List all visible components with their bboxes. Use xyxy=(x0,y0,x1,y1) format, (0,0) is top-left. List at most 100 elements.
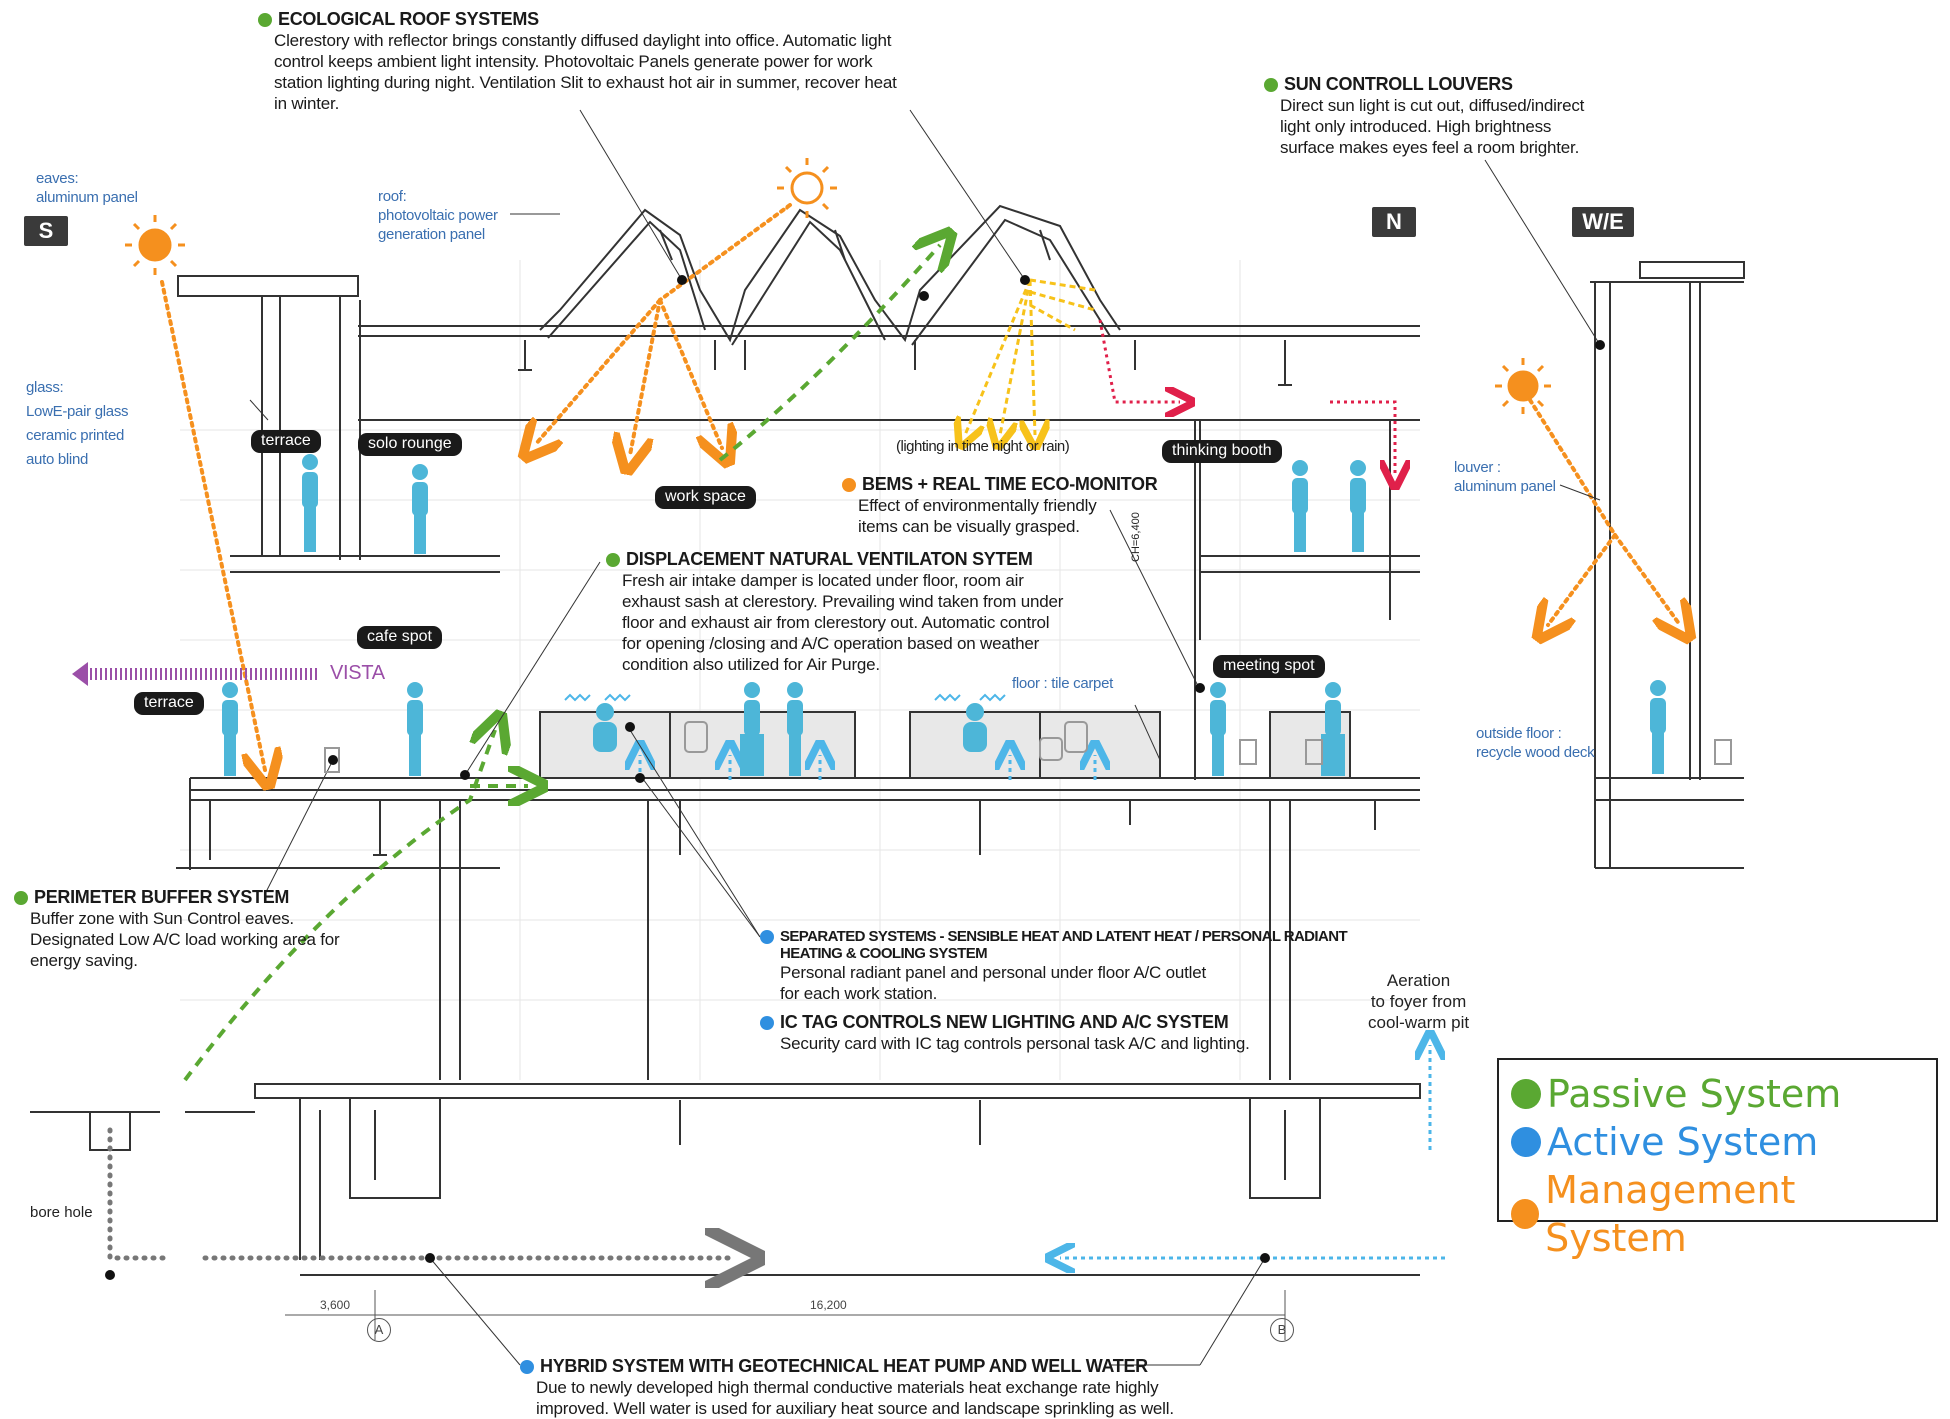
note-line: photovoltaic power xyxy=(378,207,498,224)
vista-arrow xyxy=(72,662,318,686)
passive-dot xyxy=(606,552,620,567)
body-line: station lighting during night. Ventilati… xyxy=(274,73,897,92)
north-marker: N xyxy=(1372,207,1416,237)
note-line: cool-warm pit xyxy=(1368,1013,1470,1032)
thinking-booth-tag: thinking booth xyxy=(1162,440,1282,463)
office-chairs xyxy=(324,721,1732,773)
passive-dot xyxy=(258,12,272,27)
people-figures xyxy=(222,454,1666,776)
leader-lines xyxy=(249,109,1601,1366)
displacement-ventilation-annotation: DISPLACEMENT NATURAL VENTILATON SYTEM Fr… xyxy=(606,549,1126,675)
note-line: Aeration xyxy=(1386,971,1451,990)
sun-icon xyxy=(777,158,837,218)
perimeter-title: PERIMETER BUFFER SYSTEM xyxy=(34,887,290,907)
west-east-marker: W/E xyxy=(1572,207,1634,237)
sun-louvers-body: Direct sun light is cut out, diffused/in… xyxy=(1264,95,1644,158)
person-figure xyxy=(1650,680,1666,774)
body-line: Designated Low A/C load working area for xyxy=(30,930,340,949)
note-line: roof: xyxy=(378,188,407,205)
separated-body: Personal radiant panel and personal unde… xyxy=(760,962,1300,1004)
hybrid-body: Due to newly developed high thermal cond… xyxy=(520,1377,1240,1419)
bore-hole-label: bore hole xyxy=(30,1204,93,1221)
hybrid-title: HYBRID SYSTEM WITH GEOTECHNICAL HEAT PUM… xyxy=(540,1356,1148,1376)
work-space-tag: work space xyxy=(655,486,756,509)
outside-floor-note: outside floor : recycle wood deck xyxy=(1476,724,1595,762)
body-line: Clerestory with reflector brings constan… xyxy=(274,31,892,50)
note-line: to foyer from xyxy=(1370,992,1467,1011)
person-figure xyxy=(1350,460,1366,552)
dimension-left-span: 3,600 xyxy=(320,1298,351,1312)
separated-title-2: HEATING & COOLING SYSTEM xyxy=(780,945,988,962)
glass-note: glass: LowE-pair glass ceramic printed a… xyxy=(26,376,129,472)
legend-active-label: Active System xyxy=(1547,1120,1819,1164)
ecological-roof-annotation: ECOLOGICAL ROOF SYSTEMS Clerestory with … xyxy=(258,9,998,114)
louver-note: louver : aluminum panel xyxy=(1454,458,1556,496)
body-line: control keeps ambient light intensity. P… xyxy=(274,52,873,71)
ceiling-height-label: CH=6,400 xyxy=(1130,512,1142,562)
note-line: recycle wood deck xyxy=(1476,744,1595,761)
bems-body: Effect of environmentally friendly items… xyxy=(842,495,1202,537)
passive-dot xyxy=(14,890,28,905)
body-line: improved. Well water is used for auxilia… xyxy=(536,1399,1174,1418)
body-line: exhaust sash at clerestory. Prevailing w… xyxy=(622,592,1064,611)
note-line: glass: xyxy=(26,379,64,396)
terrace-upper-tag: terrace xyxy=(251,430,321,453)
note-line: aluminum panel xyxy=(1454,478,1556,495)
ic-tag-title: IC TAG CONTROLS NEW LIGHTING AND A/C SYS… xyxy=(780,1012,1229,1032)
person-figure xyxy=(787,682,803,776)
roof-note: roof: photovoltaic power generation pane… xyxy=(378,187,498,244)
displacement-title: DISPLACEMENT NATURAL VENTILATON SYTEM xyxy=(626,549,1033,569)
body-line: Effect of environmentally friendly xyxy=(858,496,1097,515)
person-figure xyxy=(1321,682,1345,776)
sun-icon xyxy=(125,215,185,275)
hot-air-arrows xyxy=(1098,319,1395,475)
sun-louvers-title: SUN CONTROLL LOUVERS xyxy=(1284,74,1513,94)
eaves-note: eaves: aluminum panel xyxy=(36,169,138,207)
management-dot xyxy=(842,477,856,492)
cooling-air-arrows xyxy=(640,755,1445,1258)
person-figure xyxy=(412,464,428,554)
note-line: ceramic printed xyxy=(26,427,125,444)
system-legend: Passive System Active System Management … xyxy=(1497,1058,1938,1260)
person-figure xyxy=(1292,460,1308,552)
body-line: surface makes eyes feel a room brighter. xyxy=(1280,138,1580,157)
sunlight-rays xyxy=(160,203,1680,770)
body-line: for each work station. xyxy=(780,984,938,1003)
vista-label: VISTA xyxy=(330,662,385,684)
bems-title: BEMS + REAL TIME ECO-MONITOR xyxy=(862,474,1158,494)
passive-dot xyxy=(1511,1079,1541,1109)
lighting-note: (lighting in time night or rain) xyxy=(896,438,1070,455)
geothermal-path xyxy=(107,1127,735,1258)
diffused-light-rays xyxy=(965,278,1096,435)
bems-annotation: BEMS + REAL TIME ECO-MONITOR Effect of e… xyxy=(842,474,1202,537)
perimeter-body: Buffer zone with Sun Control eaves. Desi… xyxy=(14,908,434,971)
body-line: floor and exhaust air from clerestory ou… xyxy=(622,613,1050,632)
radiant-wave-marks xyxy=(564,693,1006,702)
legend-passive: Passive System xyxy=(1511,1070,1924,1118)
body-line: items can be visually grasped. xyxy=(858,517,1080,536)
dimension-main-span: 16,200 xyxy=(810,1298,847,1312)
perimeter-buffer-annotation: PERIMETER BUFFER SYSTEM Buffer zone with… xyxy=(14,887,434,971)
body-line: Direct sun light is cut out, diffused/in… xyxy=(1280,96,1585,115)
legend-active: Active System xyxy=(1511,1118,1924,1166)
sun-icon xyxy=(1495,358,1551,414)
note-line: aluminum panel xyxy=(36,189,138,206)
body-line: condition also utilized for Air Purge. xyxy=(622,655,880,674)
passive-dot xyxy=(1264,77,1278,92)
terrace-lower-tag: terrace xyxy=(134,692,204,715)
person-figure xyxy=(222,682,238,776)
south-marker: S xyxy=(24,216,68,246)
ecological-roof-title: ECOLOGICAL ROOF SYSTEMS xyxy=(278,9,539,29)
body-line: Security card with IC tag controls perso… xyxy=(780,1034,1250,1053)
cafe-spot-tag: cafe spot xyxy=(357,626,442,649)
displacement-body: Fresh air intake damper is located under… xyxy=(606,570,1126,675)
note-line: outside floor : xyxy=(1476,725,1562,742)
legend-management-label: Management System xyxy=(1545,1168,1796,1260)
note-line: LowE-pair glass xyxy=(26,403,129,420)
ic-tag-annotation: IC TAG CONTROLS NEW LIGHTING AND A/C SYS… xyxy=(760,1012,1300,1054)
body-line: in winter. xyxy=(274,94,340,113)
separated-systems-annotation: SEPARATED SYSTEMS - SENSIBLE HEAT AND LA… xyxy=(760,928,1348,1004)
management-dot xyxy=(1511,1199,1540,1229)
dimension-lines xyxy=(285,1290,1286,1340)
